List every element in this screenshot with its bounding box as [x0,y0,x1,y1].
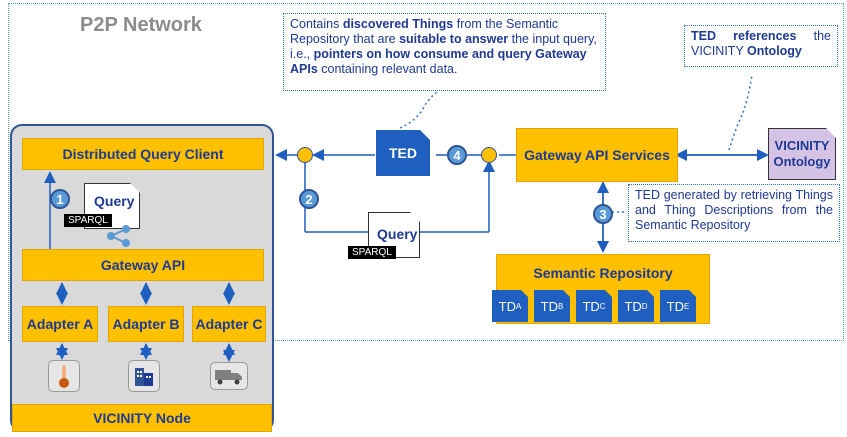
note-text: Contains [290,17,343,31]
td-base: TD [666,298,684,314]
step-4-badge: 4 [447,145,467,165]
td-sub: A [516,301,522,311]
td-base: TD [582,298,600,314]
td-sub: D [641,301,648,311]
ontology-line-2: Ontology [773,154,831,169]
note-text: from the Semantic Repository that are [290,17,559,46]
ted-document: TED [376,130,430,176]
p2p-network-region [8,3,844,341]
td-sub: E [684,301,690,311]
td-base: TD [540,298,558,314]
step-2-badge: 2 [299,189,319,209]
gateway-api-services[interactable]: Gateway API Services [516,128,678,182]
note-ted-references: TED references the VICINITY Ontology [684,25,838,67]
note-text: the VICINITY [691,29,831,58]
note-discovered-things: Contains discovered Things from the Sema… [283,13,606,91]
adapter-a[interactable]: Adapter A [22,306,98,342]
td-base: TD [498,298,516,314]
td-base: TD [624,298,642,314]
ontology-line-1: VICINITY [774,138,830,153]
note-text: containing relevant data. [317,62,458,76]
note-bold: suitable to answer [399,32,509,46]
note-ted-generated: TED generated by retrieving Things and T… [628,184,840,242]
step-3-badge: 3 [593,204,613,224]
query-label-2: Query [377,226,418,242]
query-document: Query [84,183,140,229]
distributed-query-client[interactable]: Distributed Query Client [22,138,264,170]
note-bold: discovered Things [342,17,454,31]
note-bold: Ontology [747,44,802,58]
gateway-api[interactable]: Gateway API [22,249,264,281]
note-bold: pointers on how consume and query Gatewa… [290,47,587,76]
query-label: Query [94,193,135,209]
note-bold: TED references [691,29,797,43]
td-sub: C [599,301,606,311]
share-icon [107,225,130,247]
sparql-tag: SPARQL [64,214,112,227]
sparql-tag-2: SPARQL [348,246,396,259]
step-1-badge: 1 [50,189,70,209]
vicinity-node-footer: VICINITY Node [12,404,272,432]
p2p-network-title: P2P Network [80,14,202,36]
thermometer-icon [48,360,80,392]
adapter-b[interactable]: Adapter B [108,306,184,342]
truck-icon [210,362,248,390]
connector-dot-client [297,147,313,163]
connector-dot-services [481,147,497,163]
note-text: the input query, i.e., [290,32,597,61]
building-icon [128,360,160,392]
td-sub: B [558,301,564,311]
adapter-c[interactable]: Adapter C [192,306,266,342]
